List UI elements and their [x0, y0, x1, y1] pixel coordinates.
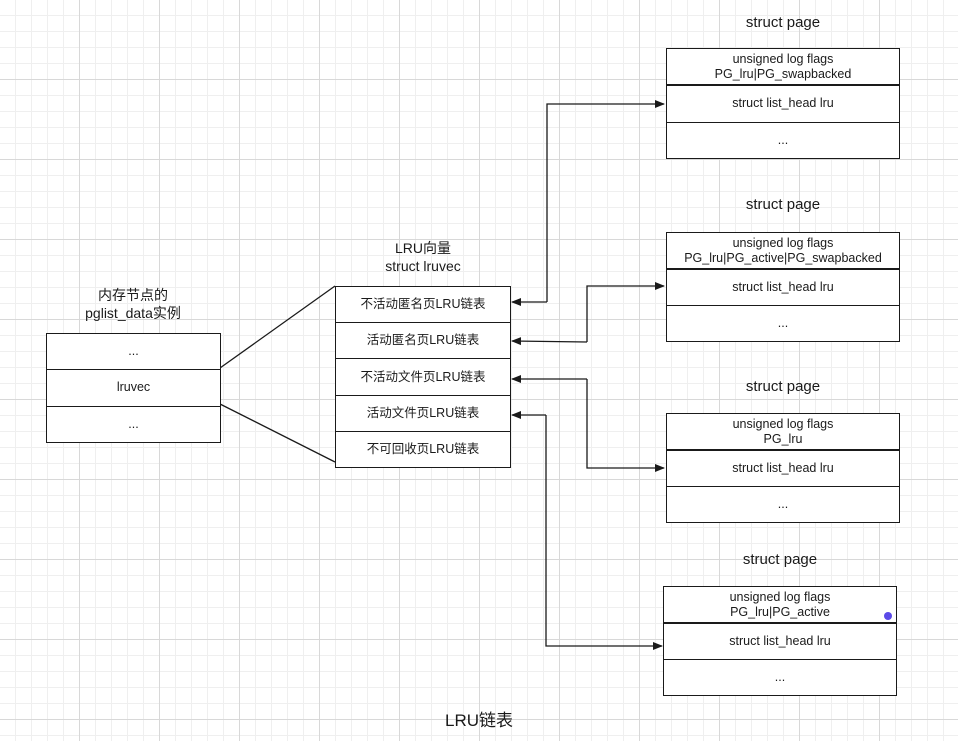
page3-more: ...: [667, 486, 899, 522]
page3-title: struct page: [745, 378, 821, 395]
page4-box: unsigned log flags PG_lru|PG_active stru…: [663, 586, 897, 696]
page1-flags: unsigned log flags PG_lru|PG_swapbacked: [667, 49, 899, 86]
page1-flags-label: unsigned log flags: [732, 51, 834, 66]
page2-lru: struct list_head lru: [667, 269, 899, 305]
lruvec-title: LRU向量 struct lruvec: [335, 239, 511, 275]
page4-title: struct page: [742, 551, 818, 568]
list-active-anon: 活动匿名页LRU链表: [336, 322, 510, 358]
page2-box: unsigned log flags PG_lru|PG_active|PG_s…: [666, 232, 900, 342]
page4-flags: unsigned log flags PG_lru|PG_active: [664, 587, 896, 623]
node-title-line2: pglist_data实例: [85, 305, 181, 321]
page1-flags-value: PG_lru|PG_swapbacked: [714, 66, 852, 81]
list-inactive-anon: 不活动匿名页LRU链表: [360, 297, 486, 312]
page1-more: ...: [667, 121, 899, 158]
link-active-anon-to-page2: [586, 282, 665, 342]
lruvec-title-line2: struct lruvec: [385, 258, 461, 274]
page2-flags-value: PG_lru|PG_active|PG_swapbacked: [684, 250, 882, 265]
page4-lru: struct list_head lru: [664, 623, 896, 659]
link-inactive-file-to-page3: [586, 379, 665, 472]
page2-flags: unsigned log flags PG_lru|PG_active|PG_s…: [667, 233, 899, 269]
page3-flags-label: unsigned log flags: [732, 416, 834, 431]
link-active-file-to-page4: [545, 415, 663, 650]
node-title: 内存节点的 pglist_data实例: [46, 286, 220, 322]
list-inactive-file: 不活动文件页LRU链表: [336, 358, 510, 394]
connection-point-dot[interactable]: [884, 612, 892, 620]
page4-more: ...: [664, 659, 896, 695]
page3-lru: struct list_head lru: [667, 450, 899, 486]
node-row-ellipsis-bottom: ...: [47, 405, 220, 442]
zoom-line-bottom: [219, 403, 336, 463]
node-row-lruvec: lruvec: [47, 369, 220, 405]
page2-flags-label: unsigned log flags: [732, 235, 834, 250]
node-row-ellipsis-top: ...: [128, 344, 139, 359]
link-page2-to-active-anon: [511, 337, 588, 346]
page1-lru: struct list_head lru: [667, 85, 899, 121]
list-active-file: 活动文件页LRU链表: [336, 394, 510, 431]
page2-title: struct page: [745, 196, 821, 213]
zoom-line-top: [219, 285, 336, 369]
lruvec-title-line1: LRU向量: [394, 240, 451, 256]
page2-more: ...: [667, 305, 899, 341]
page3-box: unsigned log flags PG_lru struct list_he…: [666, 413, 900, 523]
page3-flags: unsigned log flags PG_lru: [667, 414, 899, 450]
page3-flags-value: PG_lru: [763, 431, 803, 446]
diagram-caption: LRU链表: [444, 711, 513, 730]
page4-flags-label: unsigned log flags: [729, 589, 831, 604]
pglist-data-box: ... lruvec ...: [46, 333, 221, 443]
page1-box: unsigned log flags PG_lru|PG_swapbacked …: [666, 48, 900, 159]
list-unevictable: 不可回收页LRU链表: [336, 430, 510, 467]
link-inactive-anon-to-page1: [546, 100, 665, 302]
page1-title: struct page: [745, 14, 821, 31]
lruvec-box: 不活动匿名页LRU链表 活动匿名页LRU链表 不活动文件页LRU链表 活动文件页…: [335, 286, 511, 468]
node-title-line1: 内存节点的: [98, 287, 168, 303]
page4-flags-value: PG_lru|PG_active: [730, 604, 830, 619]
